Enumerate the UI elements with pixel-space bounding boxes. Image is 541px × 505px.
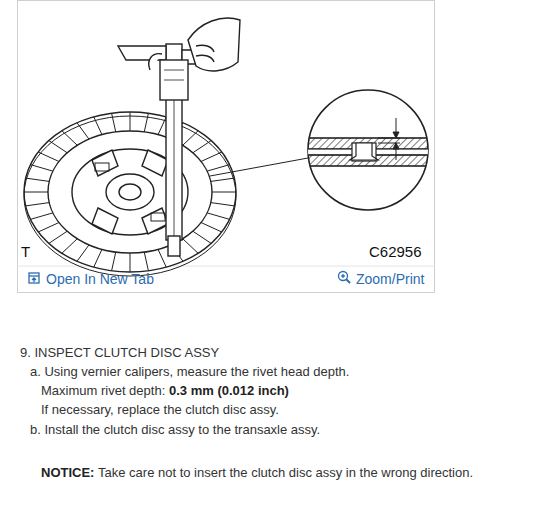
notice-text: Take care not to insert the clutch disc … [98,465,473,481]
spec-value: 0.3 mm (0.012 inch) [169,383,289,399]
link-text: Open In New Tab [46,271,154,287]
link-text: Zoom/Print [356,271,424,287]
instruction-text: If necessary, replace the clutch disc as… [41,402,279,418]
instruction-text: a. Using vernier calipers, measure the r… [30,364,349,380]
step-heading: 9. INSPECT CLUTCH DISC ASSY [20,345,219,361]
spec-label: Maximum rivet depth: [41,383,165,399]
notice-label: NOTICE: [41,465,94,481]
figure-code: C62956 [369,244,422,260]
instruction-text: b. Install the clutch disc assy to the t… [30,422,320,438]
figure-mark: T [21,244,30,260]
